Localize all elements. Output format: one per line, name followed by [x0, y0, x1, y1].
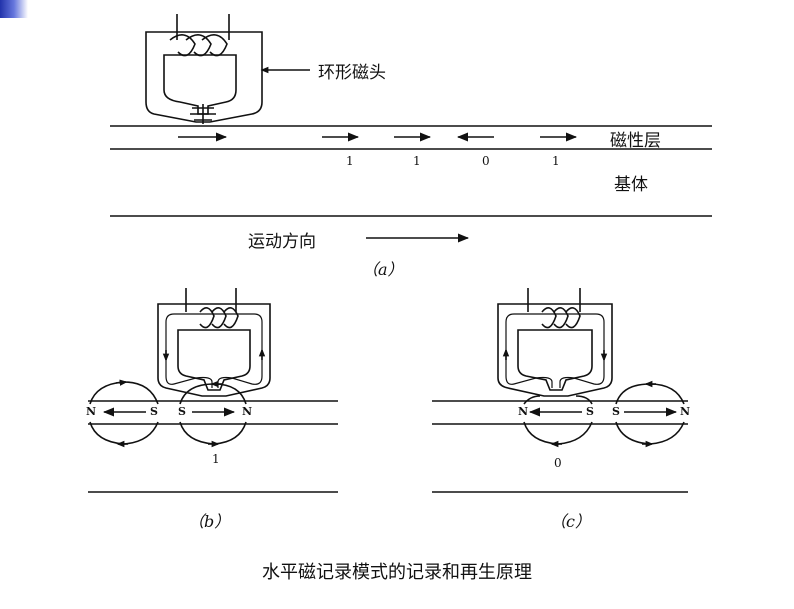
c-pole-2: N [518, 405, 529, 418]
c-coil-wires [527, 288, 581, 312]
b-field-loop-left-bottom [89, 421, 159, 445]
panel-b [88, 288, 338, 493]
c-pole-4: N [680, 405, 691, 418]
motion-direction-label: 运动方向 [248, 232, 316, 252]
c-field-loop-left-bottom [523, 395, 593, 405]
b-pole-2: S [150, 405, 158, 418]
subfigure-c-label: （c） [550, 512, 591, 531]
ring-head-inner [163, 54, 237, 115]
c-pole-3: S [612, 405, 620, 418]
c-pole-1: S [586, 405, 594, 418]
b-pole-4: N [242, 405, 253, 418]
subfigure-a-label: （a） [362, 260, 404, 279]
ring-head-label: 环形磁头 [318, 63, 386, 83]
panel-a [110, 14, 712, 243]
subfigure-b-label: （b） [188, 512, 231, 531]
c-coil-windings [541, 307, 581, 329]
b-head-outer [157, 303, 271, 397]
c-field-loop-right-bottom [615, 421, 685, 445]
b-loop-arrow-1 [115, 379, 128, 386]
bit-label-4: 1 [552, 154, 560, 168]
slide-corner-decoration [0, 0, 28, 18]
bit-label-2: 1 [413, 154, 421, 168]
b-pole-3: S [178, 405, 186, 418]
b-head-inner [177, 329, 251, 391]
b-field-loop-right-bottom [179, 421, 247, 445]
b-bit-label: 1 [212, 452, 220, 466]
magnetic-layer-label: 磁性层 [610, 131, 661, 151]
b-coil-windings [199, 307, 239, 329]
substrate-label: 基体 [614, 175, 648, 195]
ring-head-outer [145, 31, 263, 123]
b-coil-wires [185, 288, 237, 312]
gap-field-lines [190, 104, 216, 124]
b-flux-path [165, 313, 263, 388]
figure-caption: 水平磁记录模式的记录和再生原理 [262, 562, 532, 583]
c-head-inner [517, 329, 593, 391]
coil-windings [169, 34, 228, 57]
c-field-loop-left-top [523, 421, 593, 445]
panel-c [432, 288, 688, 493]
b-pole-1: N [86, 405, 97, 418]
bit-label-1: 1 [346, 154, 354, 168]
c-bit-label: 0 [554, 456, 562, 470]
c-head-outer [497, 303, 613, 397]
bit-label-3: 0 [482, 154, 490, 168]
